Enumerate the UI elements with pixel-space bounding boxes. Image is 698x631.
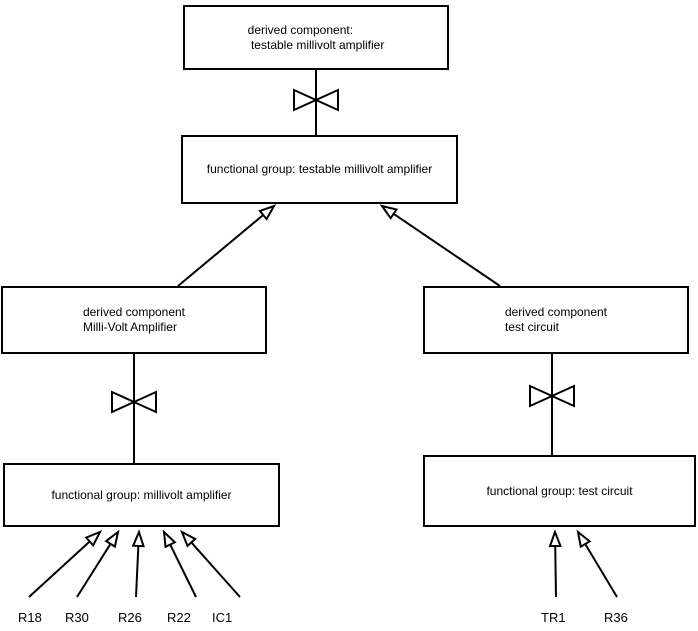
node-functional-group-testable-millivolt-amplifier[interactable]: functional group: testable millivolt amp… — [181, 135, 458, 204]
node-functional-group-millivolt-amplifier[interactable]: functional group: millivolt amplifier — [3, 463, 280, 527]
leaf-label-r18[interactable]: R18 — [18, 610, 42, 625]
node-label-line1: functional group: testable millivolt amp… — [206, 162, 433, 176]
bowtie-left-triangle-icon — [293, 88, 319, 112]
arrow-arrow-r30 — [76, 529, 120, 598]
node-functional-group-test-circuit[interactable]: functional group: test circuit — [423, 455, 696, 527]
leaf-label-r22[interactable]: R22 — [167, 610, 191, 625]
node-label: derived component: testable millivolt am… — [248, 23, 385, 53]
arrow-links — [28, 204, 618, 598]
arrow-head-icon — [379, 204, 399, 220]
arrow-arrow-ic1 — [180, 529, 241, 598]
arrow-shaft — [584, 543, 618, 598]
leaf-label-ic1[interactable]: IC1 — [212, 610, 233, 625]
arrow-head-icon — [131, 529, 145, 548]
arrow-head-icon — [180, 529, 197, 548]
node-label: functional group: millivolt amplifier — [51, 488, 231, 503]
leaf-label-r30[interactable]: R30 — [65, 610, 89, 625]
leaf-label-r26[interactable]: R26 — [118, 610, 142, 625]
node-label-line1: derived component — [82, 305, 186, 319]
realization-link — [111, 354, 157, 463]
node-label-line2: testable millivolt amplifier — [247, 37, 385, 52]
node-derived-testable-millivolt-amplifier[interactable]: derived component: testable millivolt am… — [183, 5, 449, 70]
arrow-shaft — [393, 213, 501, 287]
arrow-head-icon — [576, 529, 592, 549]
node-label-line1: functional group: test circuit — [486, 483, 633, 498]
realization-link — [529, 354, 575, 455]
leaf-label-tr1[interactable]: TR1 — [541, 610, 566, 625]
arrow-arrow-r26 — [131, 529, 145, 598]
node-label-line1: derived component: — [247, 22, 354, 37]
realization-links — [111, 70, 575, 463]
arrow-shaft — [554, 545, 557, 598]
node-label-line2: test circuit — [504, 320, 559, 334]
arrow-head-icon — [104, 529, 120, 549]
leaf-label-r36[interactable]: R36 — [604, 610, 628, 625]
node-label-line1: derived component — [504, 305, 608, 319]
bowtie-right-triangle-icon — [131, 390, 157, 414]
arrow-arrow-r18 — [28, 530, 103, 598]
node-label: functional group: testable millivolt amp… — [207, 162, 432, 177]
arrow-head-icon — [548, 529, 562, 548]
arrow-arrow-mv-to-fg — [177, 204, 277, 287]
arrow-arrow-r36 — [576, 529, 618, 598]
arrow-head-icon — [84, 530, 103, 548]
arrow-arrow-r22 — [162, 529, 197, 598]
realization-link — [293, 70, 339, 135]
arrow-shaft — [135, 545, 140, 598]
bowtie-right-triangle-icon — [549, 384, 575, 408]
node-label-line2: Milli-Volt Amplifier — [82, 320, 177, 334]
arrow-shaft — [169, 544, 197, 598]
node-label-line1: functional group: millivolt amplifier — [51, 487, 232, 502]
node-label: functional group: test circuit — [486, 484, 632, 499]
arrow-arrow-tr1 — [548, 529, 562, 598]
arrow-shaft — [28, 540, 91, 598]
arrow-shaft — [177, 214, 264, 287]
bowtie-left-triangle-icon — [529, 384, 555, 408]
arrow-head-icon — [162, 529, 177, 549]
bowtie-left-triangle-icon — [111, 390, 137, 414]
bowtie-right-triangle-icon — [313, 88, 339, 112]
arrow-shaft — [76, 543, 112, 598]
arrow-arrow-tc-to-fg — [379, 204, 501, 287]
arrow-head-icon — [258, 204, 277, 221]
arrow-shaft — [190, 541, 241, 598]
